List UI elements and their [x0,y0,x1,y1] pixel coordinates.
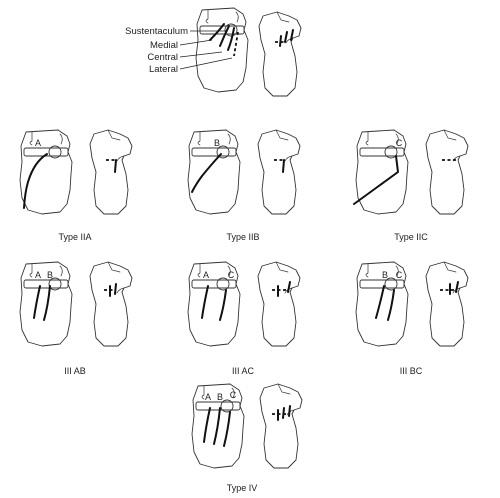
caption-iii-bc: III BC [400,366,423,376]
letter-c: C [396,270,403,280]
panel-iii-ac: A C III AC [187,261,301,376]
legend-superior-bone [195,7,249,93]
letter-a: A [203,270,209,280]
panel-type-iic: C Type IIC [353,129,469,242]
letter-a: A [205,392,211,402]
letter-b: B [382,270,388,280]
label-sustentaculum: Sustentaculum [125,26,188,37]
legend-figure: Sustentaculum Medial Central Lateral [125,7,302,97]
label-lateral: Lateral [149,64,178,75]
panel-iii-bc: B C III BC [355,261,469,376]
caption-iii-ac: III AC [232,366,255,376]
leader-central [179,51,223,58]
panel-type-iib: B Type IIB [187,129,301,242]
letter-b: B [217,392,223,402]
letter-b: B [214,138,220,148]
panel-type-iia: A Type IIA [19,129,133,242]
letter-a: A [35,270,41,280]
caption-type-iic: Type IIC [394,232,428,242]
label-medial: Medial [150,40,178,51]
caption-type-iib: Type IIB [226,232,259,242]
caption-iii-ab: III AB [64,366,86,376]
letter-c: C [228,270,235,280]
legend-lateral-bone [258,11,302,97]
letter-a: A [35,138,41,148]
caption-type-iia: Type IIA [58,232,91,242]
label-central: Central [147,52,178,63]
letter-c: C [230,390,237,400]
letter-b: B [47,270,53,280]
panel-type-iv: A B C Type IV [191,383,303,493]
leader-medial [179,39,213,46]
caption-type-iv: Type IV [227,483,258,493]
panel-iii-ab: A B III AB [19,261,133,376]
leader-lateral [179,57,233,70]
letter-c: C [396,138,403,148]
